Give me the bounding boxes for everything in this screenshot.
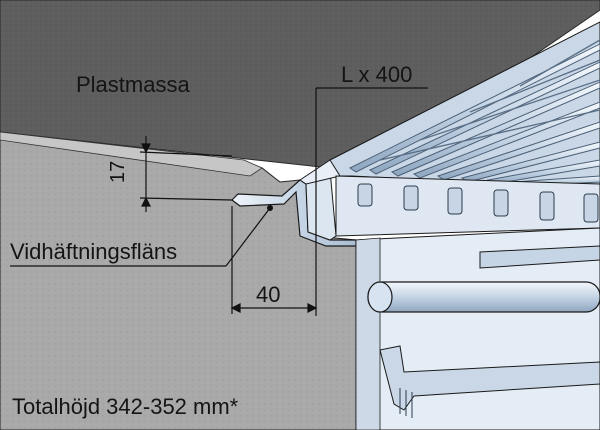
flange-leader-dot	[267, 205, 273, 211]
support-rod	[367, 281, 600, 313]
length-leader	[315, 87, 428, 316]
width-dimension	[230, 206, 318, 314]
grating-cross-rods	[379, 39, 600, 161]
total-height-label: Totalhöjd 342-352 mm*	[12, 394, 239, 419]
lower-profile	[379, 345, 600, 411]
flange-leader	[10, 207, 271, 267]
channel-inner-shade	[355, 237, 381, 430]
height-dimension	[139, 136, 233, 212]
height-dimension-label: 17	[107, 160, 129, 183]
concrete-body	[0, 131, 357, 430]
support-rod-end	[367, 281, 393, 313]
material-label: Plastmassa	[76, 72, 190, 97]
length-label: L x 400	[341, 62, 413, 87]
grating-front-teeth	[357, 183, 599, 223]
flange-label: Vidhäftningsfläns	[10, 239, 178, 264]
lower-profile-ribs	[399, 388, 413, 418]
channel-rail	[479, 245, 600, 269]
grating-front	[335, 175, 600, 237]
width-dimension-label: 40	[256, 282, 281, 307]
